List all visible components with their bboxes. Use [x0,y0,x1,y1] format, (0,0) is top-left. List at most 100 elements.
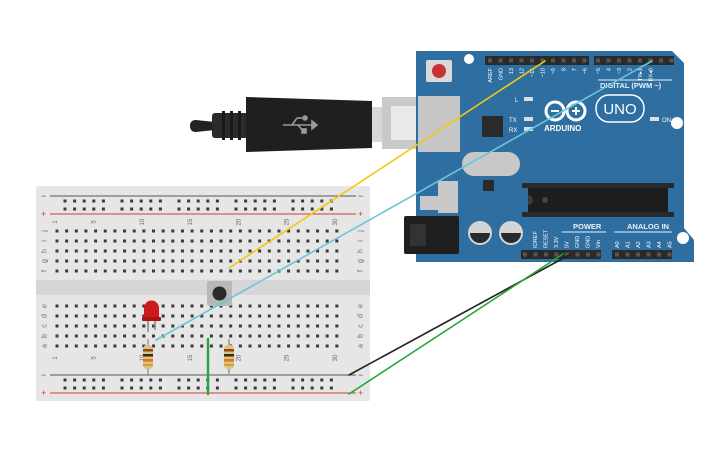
rail-hole[interactable] [253,386,257,390]
breadboard-hole[interactable] [180,269,184,273]
breadboard-hole[interactable] [209,334,213,338]
breadboard-hole[interactable] [65,324,69,328]
breadboard-hole[interactable] [190,334,194,338]
breadboard-hole[interactable] [171,304,175,308]
rail-hole[interactable] [272,207,276,211]
rail-hole[interactable] [244,378,248,382]
breadboard-hole[interactable] [248,314,252,318]
breadboard-hole[interactable] [306,324,310,328]
rail-hole[interactable] [272,386,276,390]
breadboard-hole[interactable] [132,314,136,318]
rail-hole[interactable] [92,199,96,203]
rail-hole[interactable] [320,207,324,211]
breadboard-hole[interactable] [180,314,184,318]
power-pin-hole[interactable] [523,252,527,257]
rail-hole[interactable] [149,386,153,390]
rail-hole[interactable] [329,386,333,390]
breadboard-hole[interactable] [258,269,262,273]
breadboard-hole[interactable] [219,324,223,328]
breadboard-hole[interactable] [325,314,329,318]
rail-hole[interactable] [196,386,200,390]
breadboard-hole[interactable] [335,314,339,318]
breadboard-hole[interactable] [190,239,194,243]
breadboard-hole[interactable] [296,269,300,273]
breadboard-hole[interactable] [306,239,310,243]
breadboard-hole[interactable] [161,269,165,273]
breadboard-hole[interactable] [316,229,320,233]
breadboard-hole[interactable] [219,314,223,318]
breadboard-hole[interactable] [132,249,136,253]
breadboard-hole[interactable] [306,314,310,318]
breadboard-hole[interactable] [65,314,69,318]
digital-pin-hole[interactable] [617,58,621,63]
rail-hole[interactable] [101,378,105,382]
rail-hole[interactable] [63,199,67,203]
digital-pin-hole[interactable] [669,58,674,63]
rail-hole[interactable] [291,199,295,203]
rail-hole[interactable] [149,207,153,211]
breadboard-hole[interactable] [335,229,339,233]
breadboard-hole[interactable] [190,229,194,233]
breadboard-hole[interactable] [267,304,271,308]
breadboard-hole[interactable] [180,304,184,308]
rail-hole[interactable] [177,199,181,203]
breadboard-hole[interactable] [238,314,242,318]
rail-hole[interactable] [73,199,77,203]
breadboard-hole[interactable] [258,239,262,243]
breadboard-hole[interactable] [287,229,291,233]
wire-cyan[interactable] [155,60,653,341]
rail-hole[interactable] [120,199,124,203]
breadboard-hole[interactable] [123,239,127,243]
breadboard-hole[interactable] [258,324,262,328]
rail-hole[interactable] [158,207,162,211]
breadboard-hole[interactable] [113,304,117,308]
analog-header[interactable] [612,250,672,259]
breadboard-hole[interactable] [325,239,329,243]
breadboard-hole[interactable] [171,229,175,233]
breadboard-hole[interactable] [142,229,146,233]
rail-hole[interactable] [130,207,134,211]
breadboard-hole[interactable] [103,314,107,318]
breadboard-hole[interactable] [267,344,271,348]
breadboard-hole[interactable] [152,259,155,263]
digital-pin-hole[interactable] [561,58,566,63]
power-pin-hole[interactable] [554,252,559,257]
analog-pin-hole[interactable] [646,252,651,257]
breadboard-hole[interactable] [267,334,271,338]
breadboard-hole[interactable] [171,249,175,253]
digital-pin-hole[interactable] [648,58,653,63]
breadboard-hole[interactable] [103,304,107,308]
rail-hole[interactable] [196,207,200,211]
breadboard-hole[interactable] [94,249,98,253]
bottom-power-rail[interactable]: − − + + [41,370,363,398]
breadboard-hole[interactable] [200,314,204,318]
resistor-1[interactable] [143,339,153,375]
breadboard-hole[interactable] [84,239,88,243]
rail-hole[interactable] [329,207,333,211]
breadboard-hole[interactable] [287,314,291,318]
breadboard-hole[interactable] [248,229,252,233]
breadboard-hole[interactable] [113,229,117,233]
breadboard-hole[interactable] [287,344,291,348]
rail-hole[interactable] [244,386,248,390]
breadboard-hole[interactable] [238,334,242,338]
rail-hole[interactable] [149,378,153,382]
breadboard-hole[interactable] [74,239,78,243]
rail-hole[interactable] [139,207,143,211]
breadboard-hole[interactable] [296,239,300,243]
breadboard-hole[interactable] [132,324,136,328]
rail-hole[interactable] [187,207,191,211]
breadboard-hole[interactable] [171,239,175,243]
breadboard-hole[interactable] [103,229,107,233]
breadboard-hole[interactable] [161,239,165,243]
rail-hole[interactable] [234,386,238,390]
breadboard-hole[interactable] [316,239,320,243]
breadboard-hole[interactable] [74,269,78,273]
breadboard-hole[interactable] [258,314,262,318]
breadboard-hole[interactable] [296,344,300,348]
breadboard-hole[interactable] [287,239,291,243]
breadboard-hole[interactable] [306,304,310,308]
breadboard-hole[interactable] [94,259,98,263]
breadboard-hole[interactable] [316,259,320,263]
